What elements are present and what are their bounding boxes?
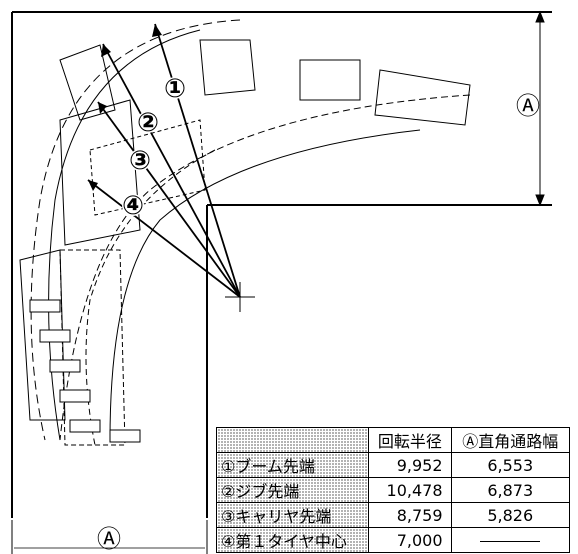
dimension-right — [535, 10, 545, 207]
corridor-walls — [11, 11, 552, 518]
radius-jib — [154, 23, 241, 298]
row-turning-radius: 9,952 — [368, 452, 452, 478]
row-turning-radius: 7,000 — [368, 527, 452, 553]
radius-boom — [102, 43, 241, 298]
envelope-inner — [85, 149, 216, 446]
truck-outline-2 — [199, 39, 256, 96]
envelope-tire — [109, 129, 421, 441]
row-name: ④第１タイヤ中心 — [215, 527, 370, 553]
turning-envelopes — [30, 19, 471, 446]
callout-3: ③ — [129, 146, 151, 176]
truck-silhouettes — [19, 39, 471, 446]
row-aisle-width: 6,873 — [450, 477, 571, 503]
envelope-boom — [30, 19, 241, 441]
dimension-bottom — [11, 520, 208, 554]
callout-4-label: ④ — [122, 191, 144, 221]
row-name: ②ジブ先端 — [215, 477, 370, 503]
radius-arrowheads — [88, 24, 162, 191]
row-aisle-width-empty — [450, 527, 571, 553]
tire-marks — [29, 299, 141, 443]
table-row: ④第１タイヤ中心 7,000 — [215, 527, 571, 553]
callout-4: ④ — [122, 191, 144, 221]
radius-carrier — [97, 101, 241, 298]
envelope-carrier — [59, 94, 471, 441]
table-row: ③キャリヤ先端 8,759 5,826 — [215, 502, 571, 528]
spec-table: 回転半径 Ⓐ直角通路幅 ①ブーム先端 9,952 6,553 ②ジブ先端 10,… — [215, 427, 571, 553]
truck-crane-base — [89, 119, 206, 216]
callout-3-label: ③ — [129, 146, 151, 176]
radius-tire — [87, 179, 241, 298]
table-row: ①ブーム先端 9,952 6,553 — [215, 452, 571, 478]
row-aisle-width: 5,826 — [450, 502, 571, 528]
header-turning-radius: 回転半径 — [368, 427, 452, 453]
truck-outline-3 — [299, 59, 361, 101]
callout-2-label: ② — [137, 108, 159, 138]
row-turning-radius: 8,759 — [368, 502, 452, 528]
row-name: ①ブーム先端 — [215, 452, 370, 478]
truck-outline-1 — [59, 44, 116, 121]
callout-1-label: ① — [164, 74, 186, 104]
table-row: ②ジブ先端 10,478 6,873 — [215, 477, 571, 503]
truck-crane-side — [59, 99, 141, 246]
radius-arrows — [87, 23, 241, 298]
callout-2: ② — [137, 108, 159, 138]
truck-outline-4 — [374, 69, 471, 126]
dimension-right-label: Ⓐ — [516, 92, 540, 120]
table-corner-cell — [215, 427, 370, 453]
truck-body-mid — [19, 249, 66, 421]
table-header-row: 回転半径 Ⓐ直角通路幅 — [215, 427, 571, 453]
row-turning-radius: 10,478 — [368, 477, 452, 503]
dimension-bottom-label: Ⓐ — [97, 525, 121, 553]
header-aisle-width: Ⓐ直角通路幅 — [450, 427, 571, 453]
callout-1: ① — [164, 74, 186, 104]
row-aisle-width: 6,553 — [450, 452, 571, 478]
row-name: ③キャリヤ先端 — [215, 502, 370, 528]
empty-dash — [480, 540, 541, 542]
